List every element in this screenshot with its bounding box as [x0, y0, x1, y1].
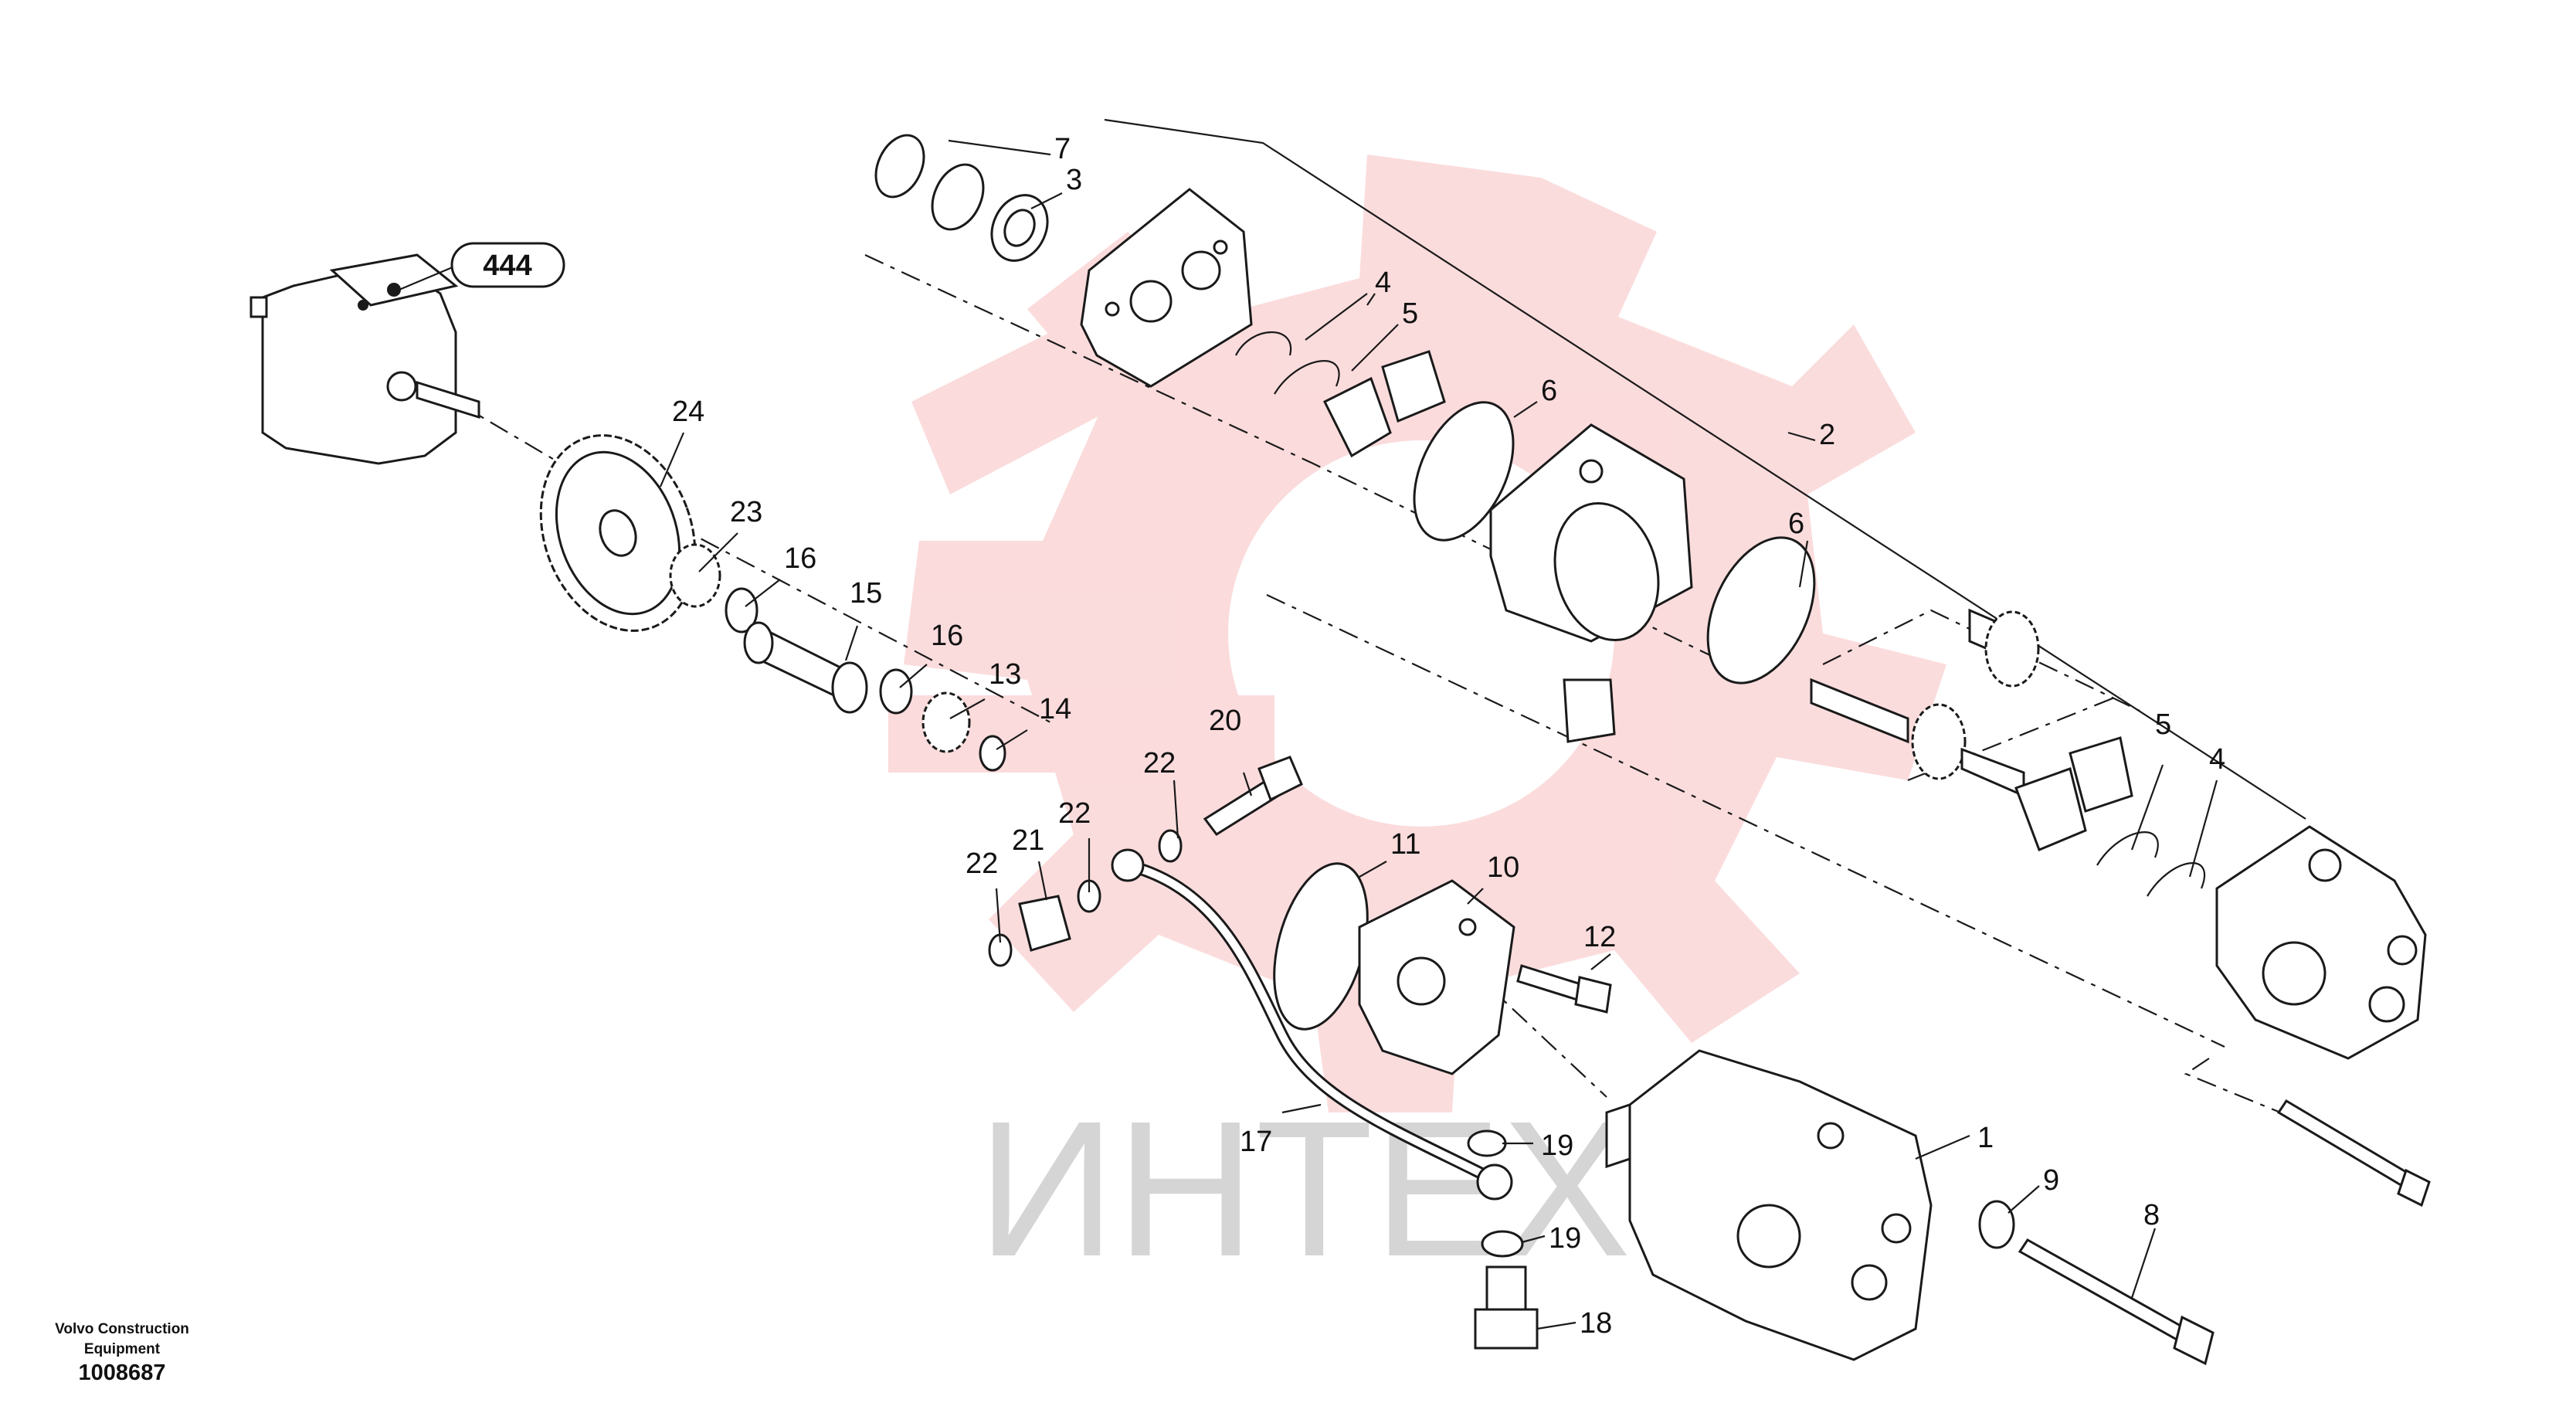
- label-18: 18: [1580, 1307, 1612, 1340]
- part-4-clip-lower: [2147, 862, 2206, 897]
- part-16-ring-b: [879, 668, 913, 715]
- part-17-pipe: [1111, 848, 1513, 1201]
- org-name-line1: Volvo Construction: [55, 1321, 189, 1337]
- part-24-gear: [539, 434, 697, 632]
- part-23-pinion: [669, 543, 721, 608]
- part-12-bolt: [1516, 964, 1612, 1014]
- part-bushing-block-lower: [2014, 736, 2133, 851]
- label-19-lower: 19: [1549, 1222, 1581, 1255]
- part-pump-body-middle: [1489, 423, 1693, 643]
- part-5-clip-lower: [2096, 831, 2159, 866]
- label-23: 23: [730, 496, 762, 528]
- part-long-bolt-upper: [2276, 1099, 2431, 1208]
- label-22-b: 22: [1058, 797, 1091, 830]
- label-21: 21: [1012, 824, 1044, 857]
- watermark-text: ИНТЕХ: [977, 1081, 1631, 1296]
- part-drive-gear-shaft: [1810, 678, 2025, 798]
- part-7-seal-rings: [874, 134, 985, 231]
- label-6-lower: 6: [1788, 508, 1804, 540]
- callout-444-label: 444: [483, 250, 531, 282]
- part-labels: 7 3 4 5 6 2 6 24 23 16 15 16 13 14 20 22…: [672, 133, 2225, 1340]
- label-9: 9: [2043, 1164, 2059, 1197]
- label-11: 11: [1390, 828, 1420, 861]
- callout-444: 444: [450, 242, 565, 288]
- part-plug: [1563, 678, 1616, 743]
- label-22-c: 22: [1143, 747, 1176, 780]
- part-16-ring-a: [725, 587, 759, 633]
- part-3-bearing: [990, 194, 1049, 262]
- label-5-upper: 5: [1402, 297, 1418, 330]
- label-19-upper: 19: [1541, 1129, 1573, 1162]
- drawing-number: 1008687: [78, 1360, 166, 1385]
- part-driven-gear-shaft: [1968, 608, 2040, 688]
- drawing-caption: Volvo Construction Equipment 1008687: [37, 1320, 207, 1386]
- part-4-clip-upper: [1235, 331, 1292, 356]
- label-16-b: 16: [931, 620, 963, 652]
- label-15: 15: [850, 577, 882, 610]
- part-22-washer-c: [1158, 829, 1183, 863]
- part-5-clip-upper: [1274, 360, 1340, 395]
- label-2: 2: [1819, 419, 1835, 451]
- part-18-bolt: [1474, 1265, 1539, 1350]
- label-8: 8: [2143, 1199, 2160, 1231]
- part-1-pump-body: [1605, 1049, 1933, 1361]
- org-name-line2: Equipment: [83, 1341, 161, 1357]
- label-24: 24: [672, 396, 704, 428]
- label-16-a: 16: [784, 542, 816, 575]
- label-20: 20: [1209, 705, 1241, 737]
- label-7: 7: [1054, 133, 1071, 165]
- part-rear-cover: [2215, 825, 2427, 1060]
- label-4-lower: 4: [2209, 743, 2225, 776]
- part-front-flange: [1080, 188, 1253, 388]
- label-10: 10: [1487, 851, 1519, 884]
- part-6-oring-upper: [1413, 401, 1515, 542]
- part-9-washer: [1978, 1200, 2015, 1249]
- label-6-upper: 6: [1541, 375, 1557, 407]
- part-8-bolt: [2018, 1238, 2215, 1366]
- label-17: 17: [1240, 1126, 1272, 1158]
- part-21-sleeve: [1018, 895, 1071, 952]
- part-6-oring-lower: [1706, 536, 1816, 684]
- label-5-lower: 5: [2155, 708, 2171, 741]
- part-19-washer-upper: [1467, 1129, 1507, 1157]
- part-14-ring: [979, 735, 1006, 772]
- label-1: 1: [1977, 1122, 1994, 1154]
- callout-leaders: [659, 192, 2218, 1330]
- label-14: 14: [1039, 693, 1071, 725]
- label-4-upper: 4: [1375, 267, 1391, 299]
- part-444-gear-pump: [249, 253, 480, 465]
- label-22-a: 22: [966, 847, 998, 880]
- label-3: 3: [1066, 164, 1082, 196]
- label-12: 12: [1583, 921, 1616, 953]
- part-19-washer-lower: [1481, 1230, 1524, 1258]
- part-bushing-block-upper: [1322, 350, 1446, 458]
- part-13-pinion: [921, 691, 971, 753]
- part-15-bushing: [743, 621, 868, 714]
- part-20-banjo-bolt: [1203, 756, 1303, 837]
- label-13: 13: [989, 658, 1021, 691]
- part-10-flange: [1358, 879, 1515, 1075]
